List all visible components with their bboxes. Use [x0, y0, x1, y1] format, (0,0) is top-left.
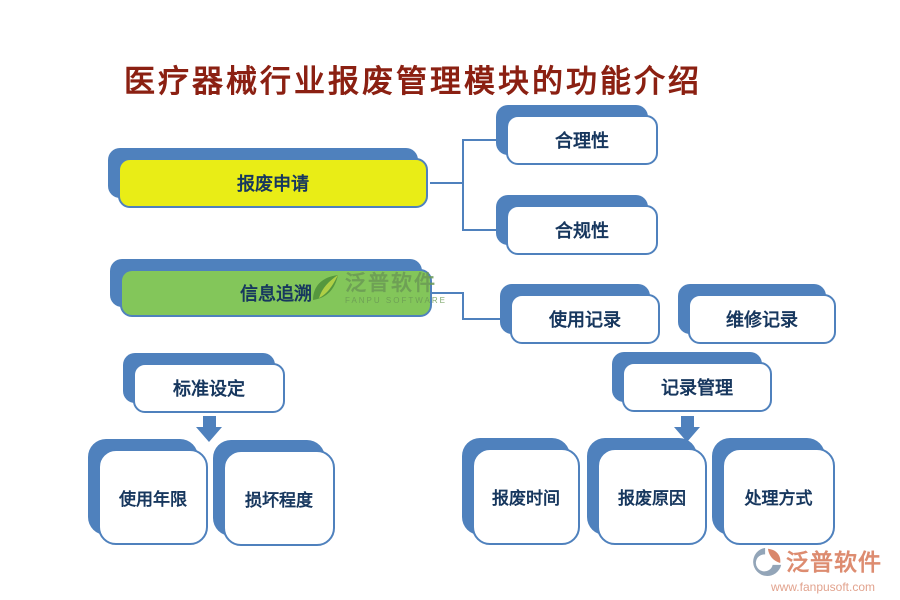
fanpu-leaf-icon [313, 275, 338, 300]
fanpu-brand-text: 泛普软件 [786, 549, 882, 575]
connector-to-usage-record [462, 318, 510, 320]
node-usage-record: 使用记录 [500, 284, 660, 344]
node-label: 报废申请 [237, 174, 309, 194]
connector-to-compliance [462, 229, 506, 231]
node-service-life: 使用年限 [88, 439, 208, 545]
node-damage-degree: 损坏程度 [213, 440, 335, 546]
arrow-stem [680, 416, 694, 427]
node-label: 损坏程度 [245, 490, 313, 510]
arrow-stem [202, 416, 216, 427]
node-scrap-application: 报废申请 [108, 148, 428, 208]
node-scrap-time: 报废时间 [462, 438, 580, 545]
connector-scrap-mid [430, 182, 463, 184]
node-label: 合规性 [555, 221, 609, 241]
node-info-trace: 信息追溯 [110, 259, 432, 317]
node-label: 标准设定 [173, 379, 245, 399]
node-rationality: 合理性 [496, 105, 658, 165]
node-label: 合理性 [555, 131, 609, 151]
node-maintenance-record: 维修记录 [678, 284, 836, 344]
node-record-management: 记录管理 [612, 352, 772, 412]
connector-scrap-vertical [462, 139, 464, 231]
node-label: 记录管理 [661, 378, 733, 398]
node-label: 维修记录 [726, 310, 798, 330]
node-label: 使用年限 [119, 489, 187, 509]
connector-trace-vertical [462, 292, 464, 320]
node-scrap-reason: 报废原因 [587, 438, 707, 545]
node-label: 报废时间 [492, 489, 560, 508]
fanpu-logo-icon [753, 547, 782, 576]
fanpu-url-text: www.fanpusoft.com [770, 580, 876, 594]
fanpu-brand-text: 泛普软件 [345, 271, 437, 295]
fanpu-watermark-corner: 泛普软件 www.fanpusoft.com [750, 545, 896, 594]
node-standard-setting: 标准设定 [123, 353, 285, 413]
arrow-head [196, 427, 222, 442]
node-label: 使用记录 [549, 310, 621, 330]
connector-trace-out [432, 292, 463, 294]
down-arrow-standard [196, 416, 222, 442]
node-label: 处理方式 [744, 489, 813, 508]
page-title: 医疗器械行业报废管理模块的功能介绍 [124, 64, 702, 99]
node-label: 信息追溯 [240, 284, 312, 304]
fanpu-watermark-inline: 泛普软件 FANPU SOFTWARE [310, 273, 447, 305]
node-compliance: 合规性 [496, 195, 658, 255]
fanpu-brand-subtext: FANPU SOFTWARE [345, 296, 447, 305]
node-label: 报废原因 [618, 489, 686, 508]
node-disposal-method: 处理方式 [712, 438, 835, 545]
connector-to-rationality [462, 139, 506, 141]
